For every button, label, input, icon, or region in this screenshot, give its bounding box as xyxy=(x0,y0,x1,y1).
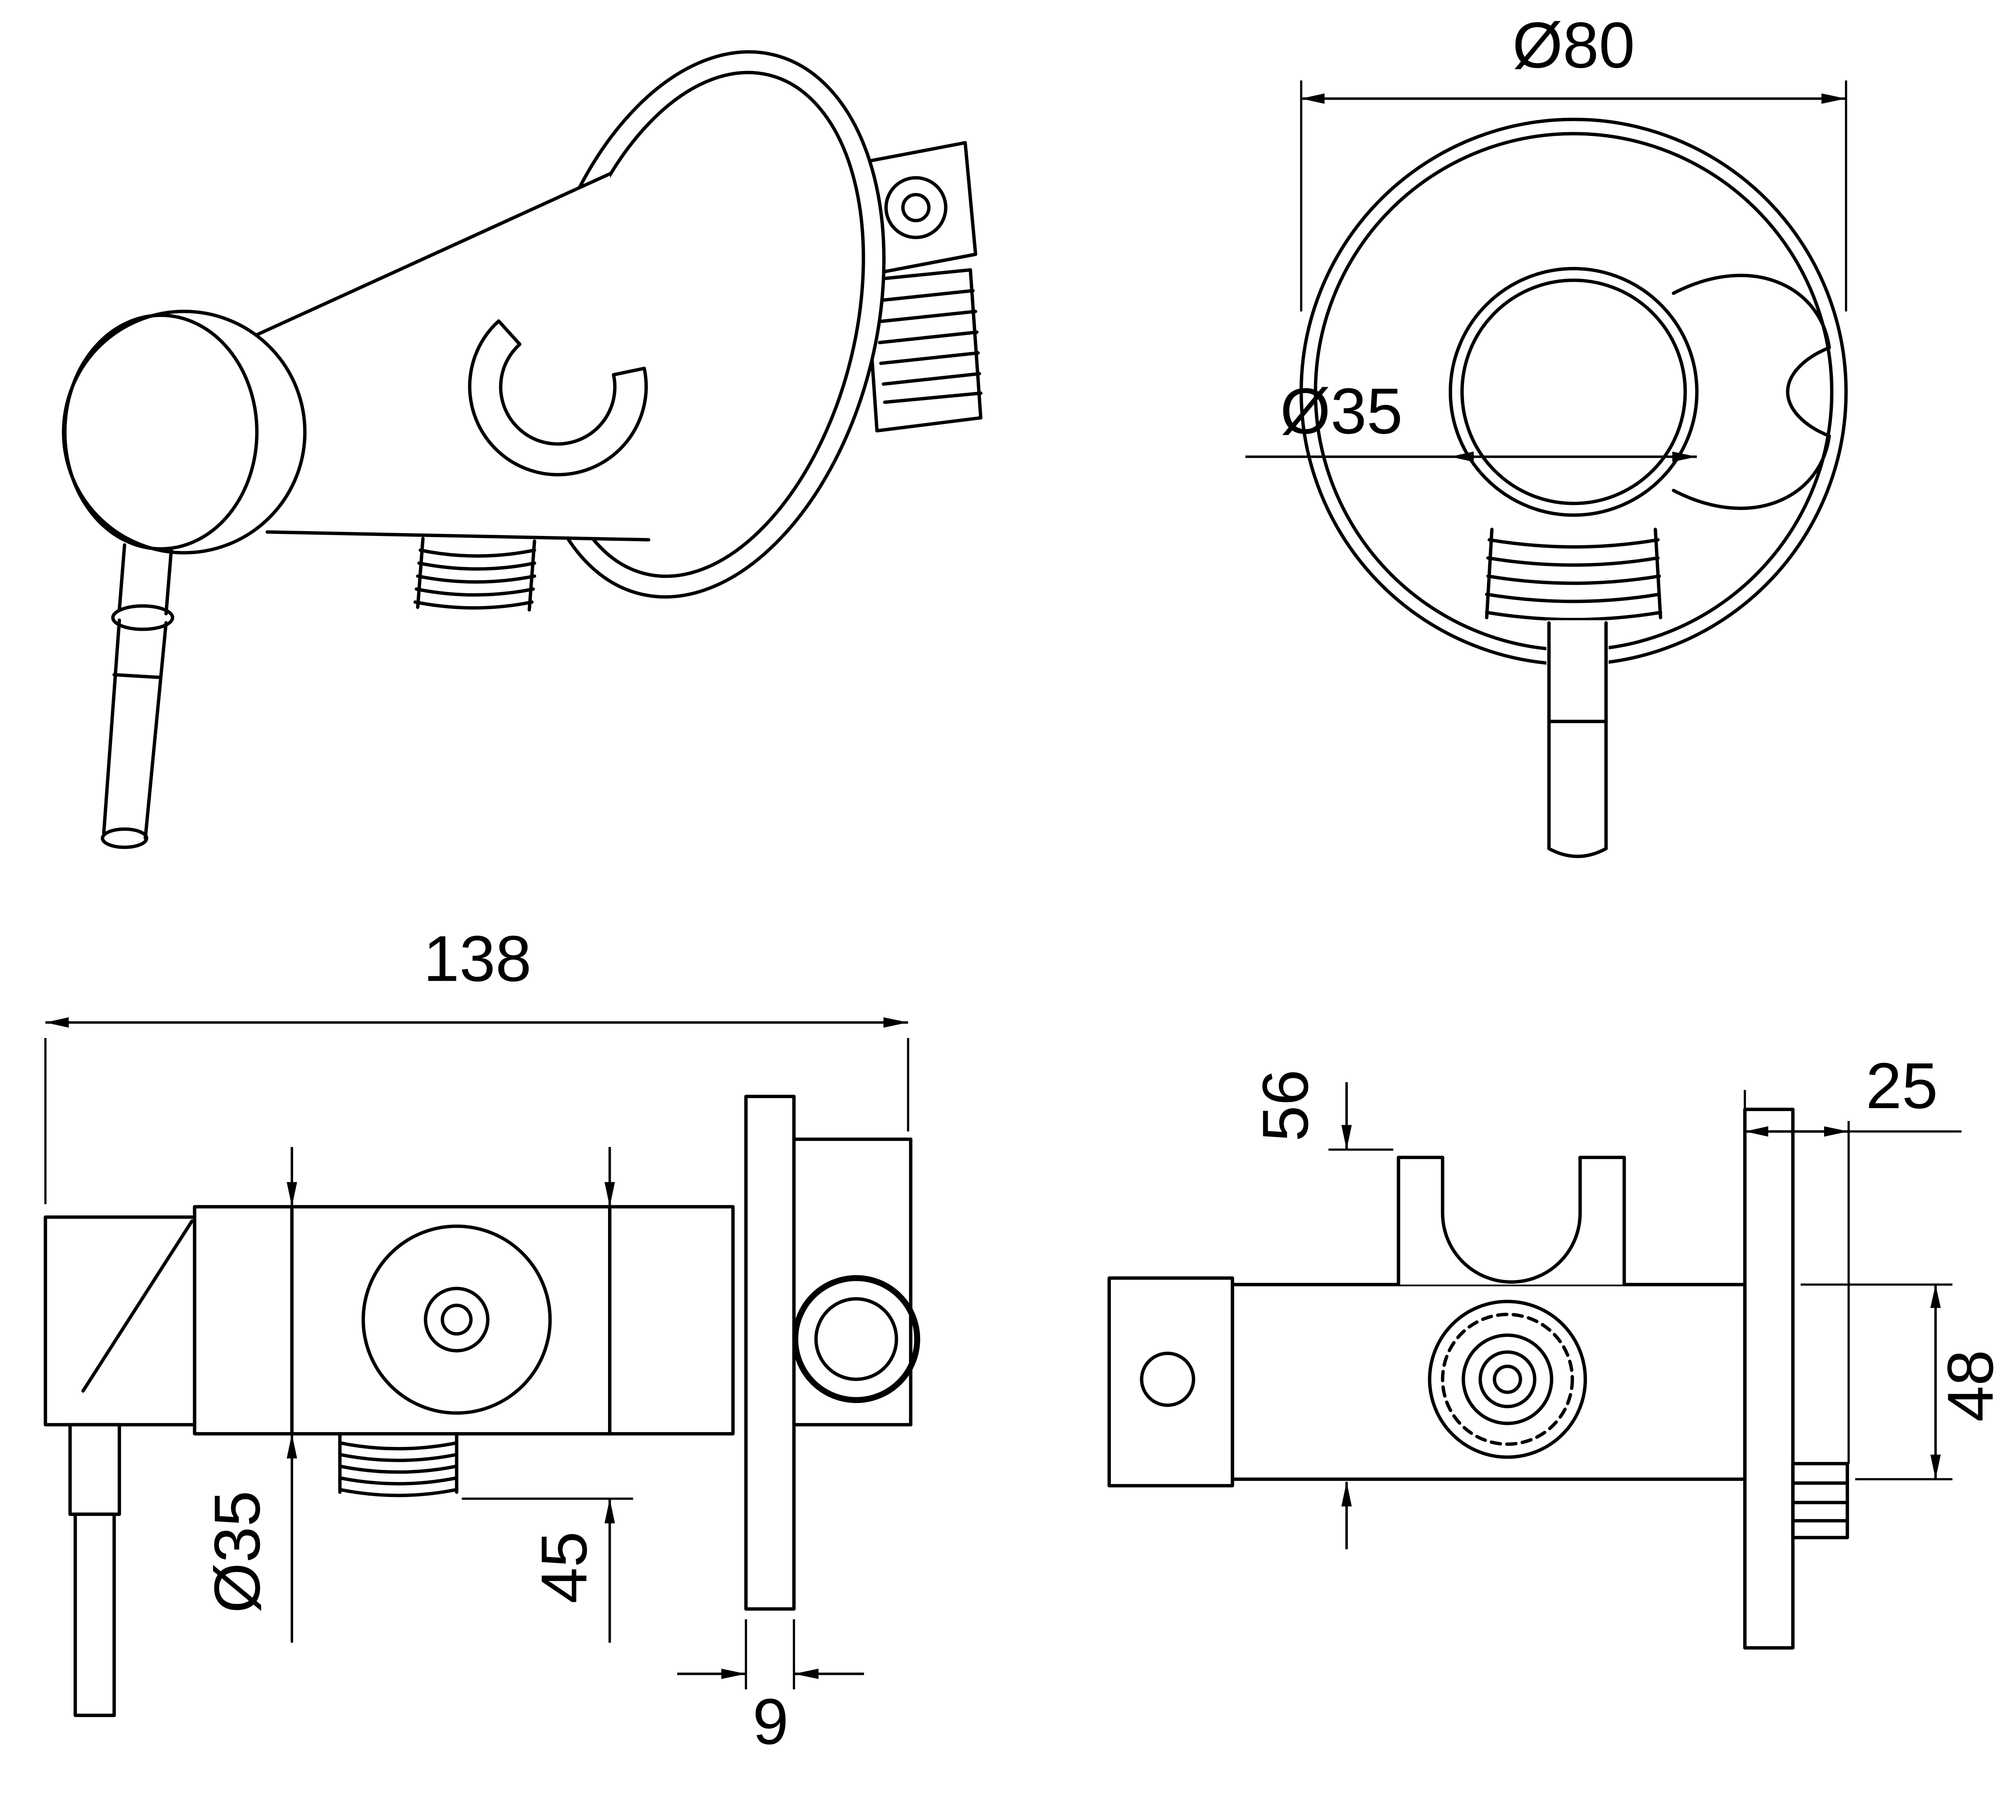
outlet-thread-side xyxy=(338,1432,458,1497)
wall-plate-profile xyxy=(1743,1107,1849,1650)
holder-wings xyxy=(1672,273,1831,510)
valve-body xyxy=(62,172,650,555)
valve-knob-cap xyxy=(63,313,259,551)
boss-outer xyxy=(1428,1299,1587,1459)
dimension-outer-diameter: Ø80 xyxy=(1300,9,1847,312)
valve-body-side xyxy=(44,1205,735,1436)
knob-block xyxy=(1107,1276,1234,1488)
body-bottom-edge xyxy=(265,530,650,542)
thread-coils xyxy=(1485,538,1662,621)
plate-outline xyxy=(1743,1107,1795,1650)
knob-outline xyxy=(44,1215,196,1426)
outlet-thread xyxy=(413,537,536,612)
boss-screw-inner xyxy=(1493,1364,1522,1394)
dim-label-total-length: 138 xyxy=(423,922,531,995)
lever-handle xyxy=(101,543,175,849)
boss-screw-outer xyxy=(1478,1350,1537,1408)
thread-left xyxy=(1485,527,1494,619)
holder-ring-outer xyxy=(792,1275,921,1403)
holder-fork xyxy=(468,319,648,477)
lever-left xyxy=(102,618,121,835)
bracket-thread-stub xyxy=(865,268,983,433)
body-top-edge xyxy=(255,172,612,337)
bracket-screw-hole-outer xyxy=(884,176,948,239)
holder-knob-inner xyxy=(1460,278,1687,505)
lever-ring xyxy=(112,673,160,679)
lever-right xyxy=(144,621,168,840)
valve-knob-face xyxy=(62,310,307,555)
thread-mask xyxy=(1487,524,1661,623)
thread-coils xyxy=(413,548,536,610)
neck-right xyxy=(164,548,173,616)
holder-ring-inner xyxy=(814,1297,898,1381)
dimension-wall-offset: 25 xyxy=(1743,1050,1962,1464)
lever-mask xyxy=(1546,620,1609,857)
front-view: Ø80 Ø35 xyxy=(1245,9,1848,858)
holder-fork-profile xyxy=(1397,1155,1626,1286)
lever-front xyxy=(1546,620,1609,858)
dimension-plate-thickness: 9 xyxy=(677,1619,864,1757)
lever-end-cap xyxy=(101,827,148,849)
pivot-boss xyxy=(361,1224,552,1415)
dim-label-body-diameter: Ø35 xyxy=(201,1491,274,1613)
fork-mask xyxy=(469,321,646,475)
plate-outline xyxy=(744,1095,796,1611)
lever-side xyxy=(68,1423,121,1717)
dimension-holder-diameter: Ø35 xyxy=(1245,375,1697,462)
fork-outline xyxy=(468,319,648,477)
fork-mask xyxy=(1398,1157,1624,1285)
pivot-screw-outer xyxy=(424,1286,489,1353)
profile-view: 56 25 48 xyxy=(1107,1050,2007,1650)
neck-left xyxy=(117,543,127,612)
lever-end-cap xyxy=(1547,847,1608,858)
dim-label-outlet-drop: 45 xyxy=(528,1531,600,1603)
dim-label-front-holder-diameter: Ø35 xyxy=(1280,375,1403,448)
knob-cone-edge xyxy=(81,1219,194,1393)
valve-body-profile xyxy=(1107,1276,1747,1488)
boss-mid xyxy=(1462,1333,1554,1425)
knob-hole xyxy=(1140,1351,1195,1407)
dimension-holder-height: 56 xyxy=(1249,1069,1393,1549)
dim-label-wall-offset: 25 xyxy=(1866,1050,1938,1122)
outlet-thread-front xyxy=(1485,524,1662,623)
wing-top xyxy=(1672,273,1831,394)
side-view: 138 xyxy=(44,922,921,1757)
dimension-body-diameter: Ø35 xyxy=(201,1147,297,1643)
dim-label-plate-thickness: 9 xyxy=(752,1685,788,1757)
thread-right xyxy=(1654,527,1662,619)
body-mask xyxy=(257,174,649,540)
dim-label-body-height: 48 xyxy=(1934,1350,2007,1422)
lever-lower xyxy=(73,1512,116,1717)
bracket-thread-lines xyxy=(873,289,983,404)
dimension-total-length: 138 xyxy=(44,922,909,1204)
thread-coils xyxy=(338,1441,458,1497)
holder-knob-outer xyxy=(1448,267,1699,517)
bracket-screw-hole-inner xyxy=(901,193,931,223)
technical-drawing-sheet: Ø80 Ø35 138 xyxy=(44,9,2007,1757)
dim-label-front-outer-diameter: Ø80 xyxy=(1512,9,1635,81)
fork-outline xyxy=(1397,1155,1626,1286)
lever-joint xyxy=(111,604,175,631)
outlet-stub xyxy=(1791,1462,1849,1539)
technical-drawing-canvas: Ø80 Ø35 138 xyxy=(44,9,2007,1757)
boss-thread xyxy=(1441,1313,1574,1446)
perspective-view xyxy=(62,50,983,849)
dimension-outlet-drop: 45 xyxy=(462,1147,633,1643)
lever-upper xyxy=(68,1423,121,1516)
dim-label-holder-height: 56 xyxy=(1249,1069,1322,1142)
body-outline xyxy=(1231,1283,1747,1481)
pivot-screw-inner xyxy=(440,1303,473,1336)
wing-bottom xyxy=(1672,390,1831,510)
wall-plate-side xyxy=(744,1095,921,1611)
dimension-body-height: 48 xyxy=(1800,1283,2007,1480)
